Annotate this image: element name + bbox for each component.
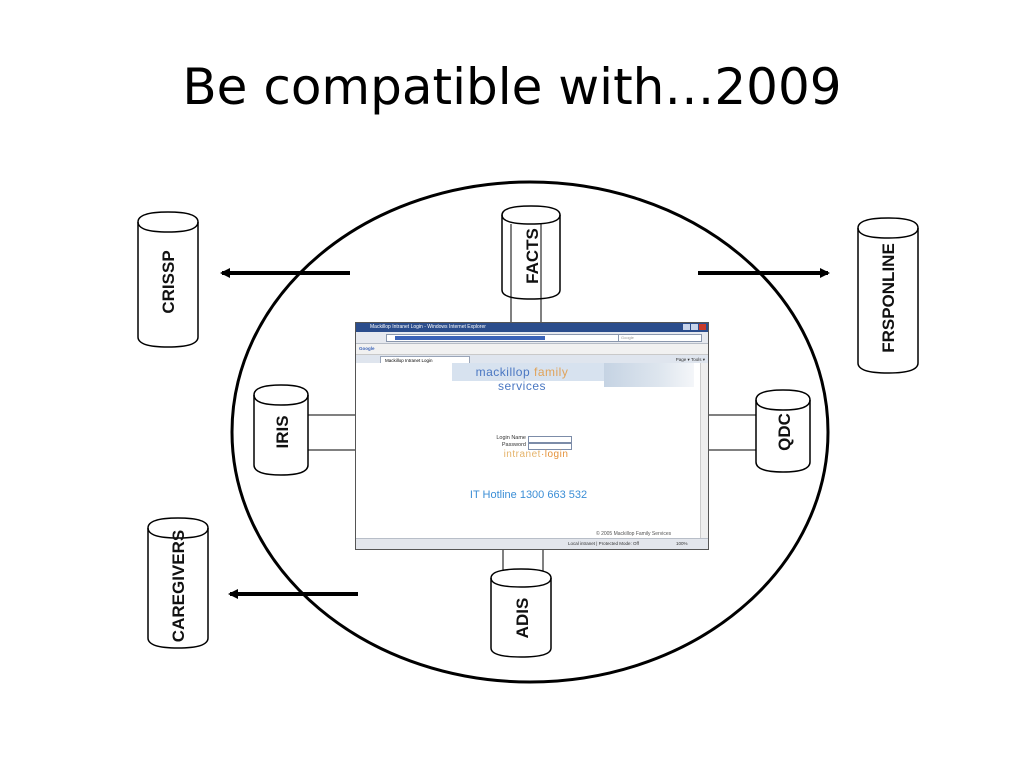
browser-title-bar: Mackillop Intranet Login - Windows Inter… [356,323,708,332]
banner-background [452,363,622,381]
it-hotline-text: IT Hotline 1300 663 532 [469,489,588,501]
cylinder-iris: IRIS [253,384,309,476]
cylinder-adis: ADIS [490,568,552,658]
system-boundary-ellipse [230,180,830,684]
google-toolbar-label: Google [359,346,375,351]
status-zoom: 100% [676,541,688,546]
browser-scrollbar [700,363,708,539]
browser-screenshot: Mackillop Intranet Login - Windows Inter… [355,322,709,550]
banner-image [604,363,694,387]
qdc-label: QDC [775,413,794,451]
command-bar-tools: Page ▾ Tools ▾ [675,357,705,362]
cylinder-caregivers: CAREGIVERS [147,517,209,649]
cylinder-qdc: QDC [755,389,811,473]
iris-label: IRIS [273,415,292,448]
window-buttons [682,324,706,334]
login-name-input [528,436,572,443]
login-name-label: Login Name [496,435,526,441]
intranet-login-logo: intranet·login [503,449,569,460]
browser-page-content: mackillop family services Login Name Pas… [356,363,702,539]
browser-search-field: Google [618,334,702,342]
facts-label: FACTS [523,228,542,284]
login-labels: Login Name Password [486,435,526,449]
slide-title: Be compatible with…2009 [182,58,842,116]
browser-window-title: Mackillop Intranet Login - Windows Inter… [370,324,486,330]
crissp-label: CRISSP [159,250,178,313]
frsponline-label: FRSPONLINE [879,243,898,353]
address-field [386,334,626,342]
password-input [528,443,572,450]
password-label: Password [501,442,526,448]
cylinder-facts: FACTS [501,205,561,300]
cylinder-frsponline: FRSPONLINE [857,217,919,374]
google-toolbar: Google [356,344,708,355]
copyright-text: © 2005 Mackillop Family Services [596,531,672,537]
status-zone: Local intranet | Protected Mode: Off [568,541,639,546]
mackillop-logo-text: mackillop family services [475,365,569,393]
browser-status-bar: Local intranet | Protected Mode: Off 100… [356,538,708,549]
cylinder-crissp: CRISSP [137,211,199,348]
address-bar: Google [356,332,708,344]
adis-label: ADIS [513,598,532,639]
caregivers-label: CAREGIVERS [169,530,188,642]
